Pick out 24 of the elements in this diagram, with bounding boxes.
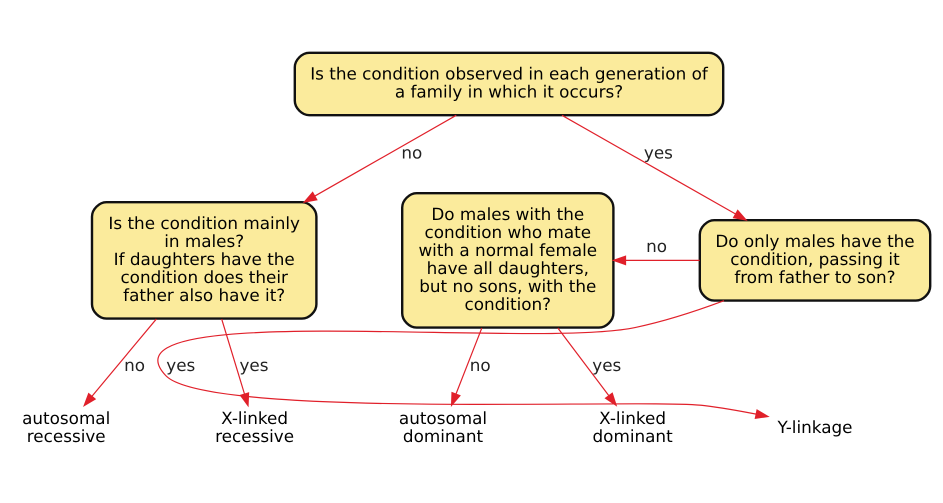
arrow xyxy=(158,300,770,418)
node-text: Y-linkage xyxy=(777,416,853,436)
arrow xyxy=(557,327,618,406)
edge-label: no xyxy=(401,142,422,162)
node-box: Is the condition mainly in males? If daughters have the condition does their father also have it? xyxy=(90,200,318,320)
arrow xyxy=(562,114,748,220)
node-box: Do only males have the condition, passing it from father to son? xyxy=(698,218,932,302)
node-box: Do males with the condition who mate with a normal female have all daughters, but no sons, with the condition? xyxy=(401,192,615,328)
arrow xyxy=(302,114,457,202)
edge-label: no xyxy=(124,354,146,375)
node-box: Is the condition observed in each generation of a family in which it occurs? xyxy=(294,51,724,116)
edge-label: yes xyxy=(644,142,673,162)
edge-label: no xyxy=(646,236,668,256)
edge-label: yes xyxy=(166,354,196,375)
arrow xyxy=(83,318,157,406)
edge-label: yes xyxy=(592,354,622,375)
edge-label: yes xyxy=(239,354,269,375)
node-text: X-linked recessive xyxy=(215,407,294,446)
arrow xyxy=(450,327,482,407)
node-text: X-linked dominant xyxy=(592,407,673,446)
node-text: autosomal recessive xyxy=(22,407,110,446)
node-text: autosomal dominant xyxy=(398,407,488,446)
edge-label: no xyxy=(470,354,491,375)
arrow xyxy=(612,254,700,265)
